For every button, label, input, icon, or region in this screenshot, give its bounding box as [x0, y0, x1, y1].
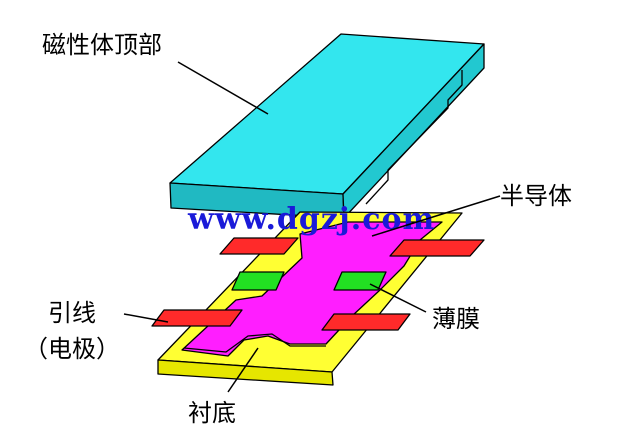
watermark: www.dgzj.com — [187, 202, 435, 237]
leader-thin-film — [369, 283, 427, 313]
label-lead-electrode: （电极） — [24, 335, 120, 363]
label-semiconductor: 半导体 — [500, 182, 572, 210]
electrode-bottom-right — [321, 313, 411, 331]
electrode-top-left — [219, 237, 299, 255]
leader-lines — [123, 61, 501, 393]
thin-film-pad-left — [231, 271, 285, 291]
substrate-front — [157, 359, 334, 386]
magnet-right-face — [342, 43, 485, 219]
semiconductor-layer — [181, 221, 443, 357]
magnet-notch — [365, 70, 463, 205]
leader-semiconductor — [371, 195, 501, 237]
electrode-bottom-left — [151, 309, 243, 327]
magnet-top-block — [169, 33, 485, 219]
leader-substrate — [227, 347, 259, 393]
electrodes — [151, 237, 485, 331]
semiconductor-bump — [183, 333, 326, 353]
label-lead: 引线 — [48, 299, 96, 327]
label-substrate: 衬底 — [188, 399, 236, 427]
electrode-top-right — [389, 239, 485, 257]
semiconductor-body — [181, 221, 443, 357]
leader-magnet-top — [177, 61, 269, 115]
label-magnet-top: 磁性体顶部 — [42, 31, 162, 59]
label-thin-film: 薄膜 — [432, 305, 480, 333]
leader-lead — [123, 313, 169, 323]
